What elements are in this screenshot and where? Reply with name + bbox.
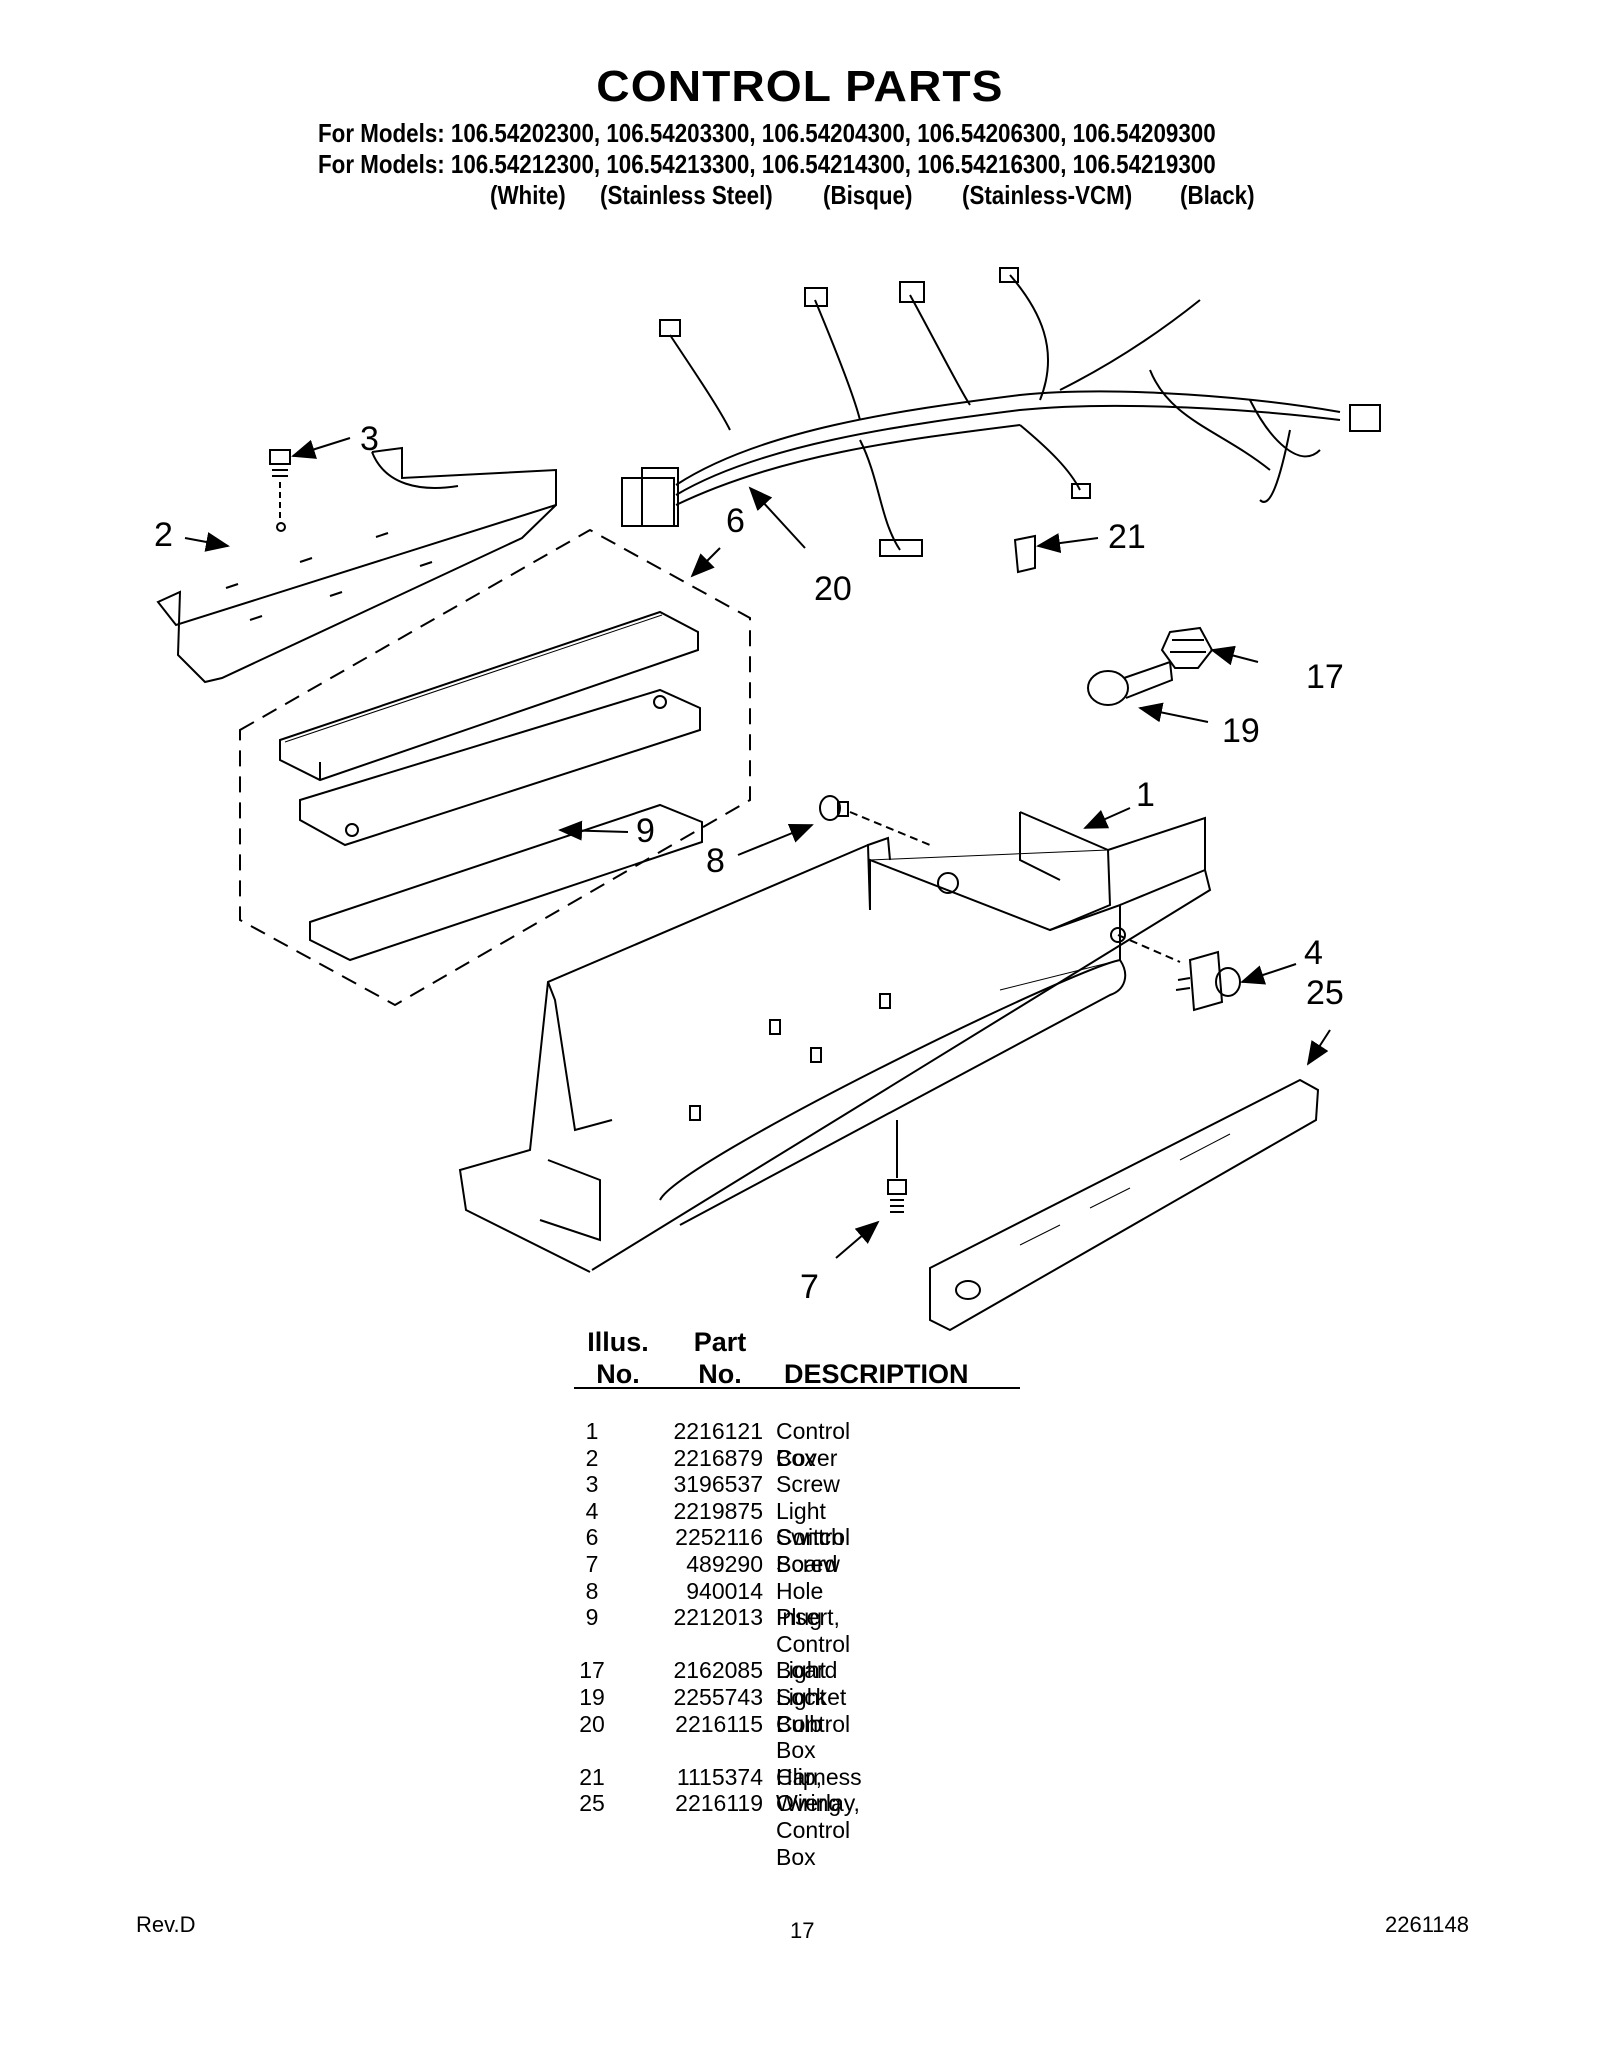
callout-19: 19 — [1222, 712, 1260, 750]
light-bulb-part — [1087, 660, 1174, 706]
leader-17 — [1210, 645, 1259, 666]
part-number: 940014 — [686, 1577, 763, 1604]
document-number: 2261148 — [1385, 1912, 1470, 1937]
color-white: (White) — [490, 180, 566, 210]
part-number: 3196537 — [673, 1471, 763, 1498]
part-description: Control Box — [776, 1418, 851, 1471]
leader-25 — [1306, 1029, 1331, 1066]
illus-number: 25 — [579, 1790, 605, 1817]
illus-number: 9 — [585, 1604, 599, 1631]
part-number: 2252116 — [675, 1524, 763, 1551]
control-box-part — [458, 811, 1212, 1273]
page-header: CONTROL PARTS — [0, 62, 1600, 112]
leader-9 — [558, 820, 629, 841]
part-description: Light Socket — [776, 1657, 847, 1710]
part-no-header: Part No. — [693, 1327, 747, 1389]
leader-1 — [1083, 807, 1131, 829]
description-header: DESCRIPTION — [784, 1359, 969, 1389]
callout-4: 4 — [1304, 934, 1323, 972]
screw-part — [269, 449, 291, 520]
light-switch-part — [1175, 950, 1241, 1012]
part-number: 2212013 — [673, 1604, 763, 1631]
callout-21: 21 — [1108, 518, 1146, 556]
cover-part — [156, 446, 557, 684]
part-number: 2255743 — [673, 1683, 763, 1710]
part-description: Screw — [776, 1471, 840, 1498]
harness-part — [621, 267, 1381, 557]
revision-label: Rev.D — [136, 1912, 196, 1937]
color-black: (Black) — [1180, 180, 1255, 210]
board-part-9 — [309, 803, 703, 962]
part-number: 2219875 — [673, 1497, 763, 1524]
part-description: Screw — [776, 1550, 840, 1577]
illus-number: 8 — [585, 1577, 599, 1604]
leader-2 — [184, 532, 230, 552]
wiring-clip-part — [1013, 534, 1036, 574]
part-number: 2216121 — [673, 1418, 763, 1444]
color-stainless-vcm: (Stainless-VCM) — [962, 180, 1133, 210]
part-number: 1115374 — [676, 1763, 763, 1790]
part-number: 2216879 — [673, 1444, 763, 1471]
model-list: For Models: 106.54202300, 106.54203300, … — [318, 118, 1216, 180]
leader-3 — [291, 437, 351, 459]
callout-1: 1 — [1136, 776, 1155, 814]
illus-number: 4 — [585, 1497, 599, 1524]
part-description: Light Bulb — [776, 1683, 826, 1737]
color-stainless-steel: (Stainless Steel) — [600, 180, 773, 210]
part-number: 2162085 — [673, 1657, 763, 1684]
illus-no-header: Illus. No. — [587, 1327, 649, 1389]
hole-plug-part — [819, 795, 931, 846]
illus-number: 19 — [579, 1683, 605, 1710]
part-description: Overlay, Control Box — [776, 1790, 860, 1870]
model-line: For Models: 106.54212300, 106.54213300, … — [318, 149, 1216, 179]
header-rule — [574, 1387, 1020, 1389]
part-description: Insert, Control Board — [776, 1604, 851, 1684]
callout-7: 7 — [800, 1268, 819, 1306]
page-title: CONTROL PARTS — [596, 62, 1004, 111]
illus-number: 21 — [579, 1763, 605, 1790]
illus-number: 6 — [585, 1524, 599, 1551]
illus-number: 7 — [585, 1550, 599, 1577]
callout-20: 20 — [814, 570, 852, 608]
illus-number: 1 — [585, 1418, 599, 1444]
leader-6 — [690, 547, 721, 578]
leader-21 — [1036, 533, 1099, 554]
illus-number: 17 — [579, 1657, 605, 1684]
part-description: Light Switch — [776, 1497, 844, 1551]
part-description: Cover — [776, 1444, 838, 1471]
illus-number: 2 — [585, 1444, 599, 1471]
callout-17: 17 — [1306, 658, 1344, 696]
model-line: For Models: 106.54202300, 106.54203300, … — [318, 118, 1216, 148]
exploded-parts-diagram: 3 2 6 20 21 17 19 9 1 8 4 25 7 — [154, 267, 1381, 1332]
light-socket-part — [1160, 626, 1214, 669]
callout-2: 2 — [154, 516, 173, 554]
part-description: Clip, Wiring — [776, 1763, 842, 1817]
control-board-part — [279, 610, 699, 782]
callout-9: 9 — [636, 812, 655, 850]
illus-number: 3 — [585, 1471, 599, 1498]
leader-7 — [835, 1220, 880, 1259]
callout-3: 3 — [360, 420, 379, 458]
page-number: 17 — [790, 1918, 815, 1943]
overlay-part — [929, 1078, 1320, 1332]
part-description: Control Board — [776, 1524, 851, 1577]
leader-19 — [1138, 702, 1209, 723]
callout-8: 8 — [706, 842, 725, 880]
leader-8 — [737, 823, 814, 856]
part-number: 2216119 — [675, 1790, 763, 1817]
screw-part-7 — [887, 1120, 907, 1213]
board-insert-part — [299, 688, 701, 847]
part-number: 489290 — [686, 1550, 763, 1577]
color-bisque: (Bisque) — [823, 180, 913, 210]
callout-25: 25 — [1306, 974, 1344, 1012]
part-description: Hole Plug — [776, 1577, 824, 1631]
leader-4 — [1240, 963, 1297, 985]
leader-20 — [748, 486, 806, 549]
callout-6: 6 — [726, 502, 745, 540]
part-number: 2216115 — [675, 1710, 763, 1737]
illus-number: 20 — [579, 1710, 605, 1737]
part-description: Control Box Harness — [776, 1710, 862, 1790]
board-assembly-outline — [239, 528, 751, 1007]
